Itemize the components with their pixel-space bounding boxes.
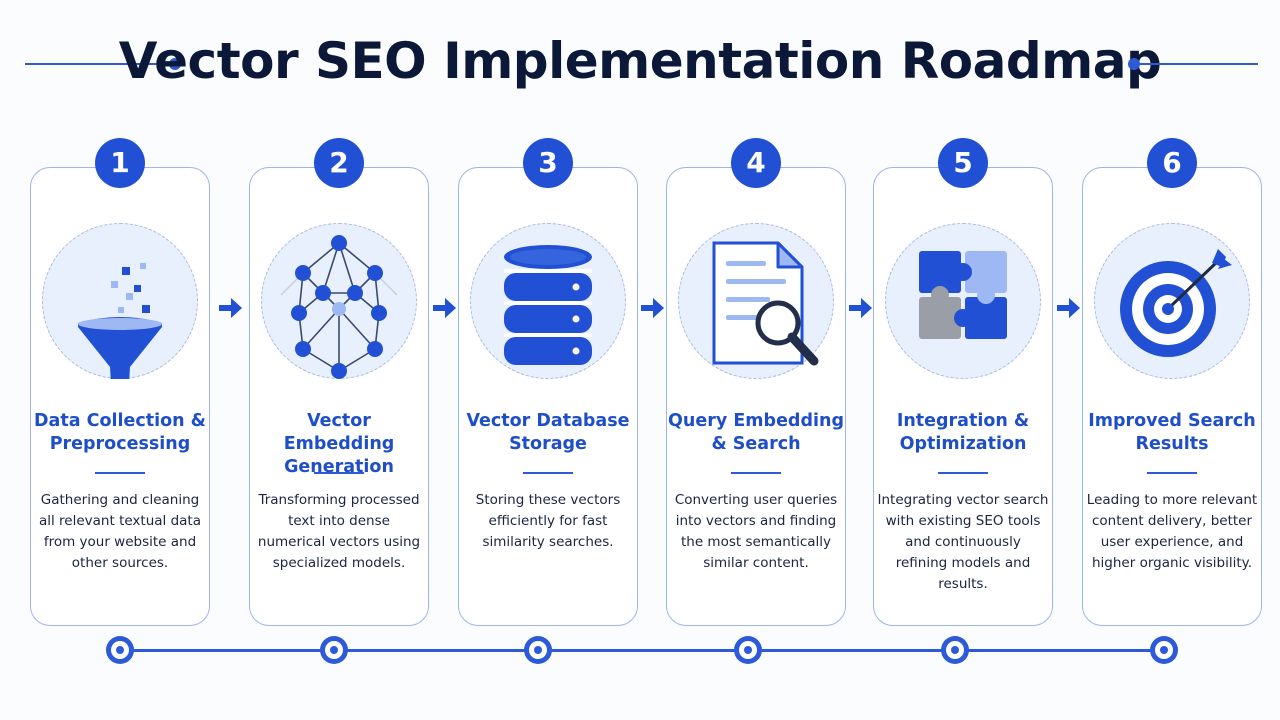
puzzle-icon [919,251,1007,339]
step-description-line: content delivery, better [1091,513,1253,529]
step-title: Query Embedding & Search [666,410,846,456]
title-rule-right [1134,63,1258,65]
step-title-line: Data Collection & [34,411,206,431]
step-title-line: Vector Database [466,411,630,431]
step-description-line: similarity searches. [482,534,614,550]
arrow-right-icon [218,298,242,318]
step-number-badge: 5 [938,138,988,188]
arrow-right-icon [1056,298,1080,318]
step-description-line: numerical vectors using [257,534,421,550]
target-icon [1120,249,1232,357]
timeline-node-2 [320,636,348,664]
step-title-line: Storage [509,434,587,454]
title-dot-left [169,58,181,70]
step-description-line: all relevant textual data [38,513,201,529]
step-description-line: Leading to more relevant [1086,492,1258,508]
step-description: Gathering and cleaning all relevant textu… [30,490,210,574]
step-description-line: other sources. [71,555,169,571]
step-description-line: Integrating vector search [877,492,1049,508]
step-description-line: Gathering and cleaning [40,492,200,508]
step-title-underline [523,472,573,474]
step-description: Transforming processed text into dense num… [249,490,429,574]
step-description-line: from your website and [43,534,197,550]
step-title-line: & Search [711,434,801,454]
step-title: Data Collection & Preprocessing [30,410,210,456]
funnel-icon [78,263,162,379]
step-description: Storing these vectors efficiently for fas… [458,490,638,553]
step-title-line: Query Embedding [668,411,844,431]
timeline-node-6 [1150,636,1178,664]
step-description-line: higher organic visibility. [1091,555,1252,571]
step-description: Leading to more relevant content delivery… [1082,490,1262,574]
step-title-line: Results [1135,434,1209,454]
step-description-line: the most semantically [680,534,832,550]
neural-network-icon [280,235,398,379]
timeline-node-5 [941,636,969,664]
step-title-underline [938,472,988,474]
step-description-line: Storing these vectors [475,492,621,508]
step-description-line: text into dense [288,513,390,529]
step-description-line: Transforming processed [258,492,420,508]
step-title-line: Improved Search [1088,411,1256,431]
step-title-underline [731,472,781,474]
step-title-line: Generation [284,457,394,477]
document-search-icon [712,241,819,366]
page-title: Vector SEO Implementation Roadmap [118,32,1162,90]
step-number-badge: 4 [731,138,781,188]
step-title-line: Preprocessing [49,434,191,454]
step-description-line: specialized models. [272,555,406,571]
step-title-line: Integration & [896,411,1030,431]
arrow-right-icon [641,298,664,318]
step-description-line: Converting user queries [674,492,838,508]
step-description-line: similar content. [703,555,809,571]
timeline-line [120,649,1164,652]
timeline-node-3 [524,636,552,664]
step-title: Integration & Optimization [873,410,1053,456]
timeline-node-1 [106,636,134,664]
step-title-underline [95,472,145,474]
step-title-line: Optimization [899,434,1027,454]
title-rule-left [25,63,177,65]
arrow-right-icon [848,298,872,318]
step-description-line: user experience, and [1100,534,1244,550]
database-icon [504,245,592,365]
icon-backdrop [885,223,1041,379]
step-number-badge: 6 [1147,138,1197,188]
step-number-badge: 1 [95,138,145,188]
step-description-line: into vectors and finding [675,513,837,529]
step-number-badge: 3 [523,138,573,188]
step-description: Converting user queries into vectors and … [666,490,846,574]
step-description-line: refining models and [895,555,1031,571]
step-title-line: Vector Embedding [283,411,395,454]
arrow-right-icon [432,298,456,318]
timeline-node-4 [734,636,762,664]
step-description-line: efficiently for fast [488,513,608,529]
step-description: Integrating vector search with existing S… [873,490,1053,595]
step-description-line: with existing SEO tools [885,513,1041,529]
step-number-badge: 2 [314,138,364,188]
step-title-underline [314,472,364,474]
step-title-underline [1147,472,1197,474]
step-description-line: and continuously [905,534,1021,550]
step-description-line: results. [938,576,988,592]
